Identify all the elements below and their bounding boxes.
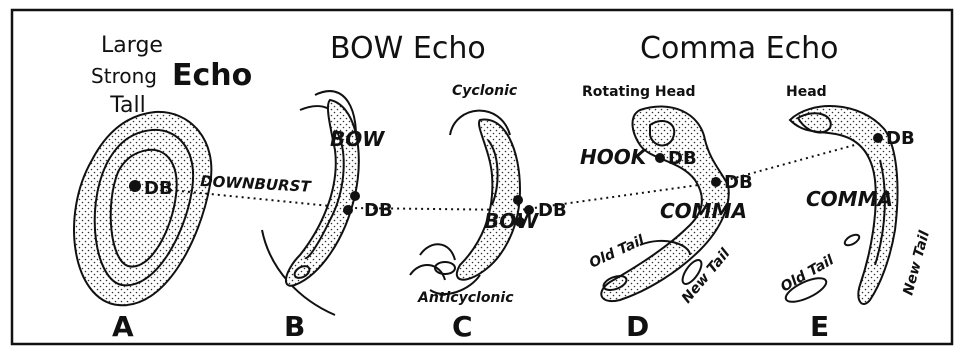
db-label-d1: DB — [668, 148, 697, 169]
db-label-e: DB — [886, 128, 915, 149]
panel-c-echo — [410, 111, 520, 294]
db-dot-b2 — [343, 205, 353, 215]
comma-label-e: COMMA — [806, 187, 893, 211]
db-label-c: DB — [538, 200, 567, 221]
panel-letter-a: A — [112, 310, 134, 343]
anticyclonic-label: Anticyclonic — [417, 290, 514, 306]
db-label-a: DB — [144, 178, 173, 199]
header-large: Large — [101, 33, 163, 58]
db-dot-c1 — [513, 195, 523, 205]
head-label: Head — [786, 84, 827, 100]
panel-a-echo — [74, 112, 211, 305]
panel-b-echo — [262, 91, 359, 315]
panel-letter-c: C — [452, 310, 473, 343]
rotating-head-label: Rotating Head — [582, 84, 696, 100]
header-comma-echo: Comma Echo — [640, 31, 839, 66]
db-dot-e — [873, 133, 883, 143]
db-dot-c3 — [515, 217, 525, 227]
comma-label-d: COMMA — [660, 199, 747, 223]
panel-letter-d: D — [626, 310, 649, 343]
db-dot-b1 — [350, 191, 360, 201]
panel-letter-e: E — [810, 310, 829, 343]
db-dot-d2 — [711, 177, 721, 187]
db-dot-d1 — [655, 153, 665, 163]
downburst-track — [170, 138, 880, 210]
db-dot-a — [129, 180, 141, 192]
db-label-b: DB — [364, 200, 393, 221]
old-tail-label-e: Old Tail — [778, 252, 837, 295]
panel-letter-b: B — [284, 310, 305, 343]
downburst-label: DOWNBURST — [200, 172, 313, 196]
header-strong: Strong — [91, 64, 157, 88]
db-dot-c2 — [524, 205, 534, 215]
new-tail-label-e: New Tail — [900, 229, 933, 297]
echo-c-outer-contour — [457, 120, 520, 280]
header-bow-echo: BOW Echo — [330, 31, 486, 66]
cyclonic-label: Cyclonic — [452, 83, 518, 99]
old-tail-cell-e2 — [843, 233, 861, 248]
header-echo-a: Echo — [172, 58, 252, 93]
bow-label-b: BOW — [330, 127, 385, 151]
hook-label: HOOK — [580, 145, 648, 169]
db-label-d2: DB — [724, 172, 753, 193]
anticyclonic-arrow-1 — [420, 244, 455, 260]
